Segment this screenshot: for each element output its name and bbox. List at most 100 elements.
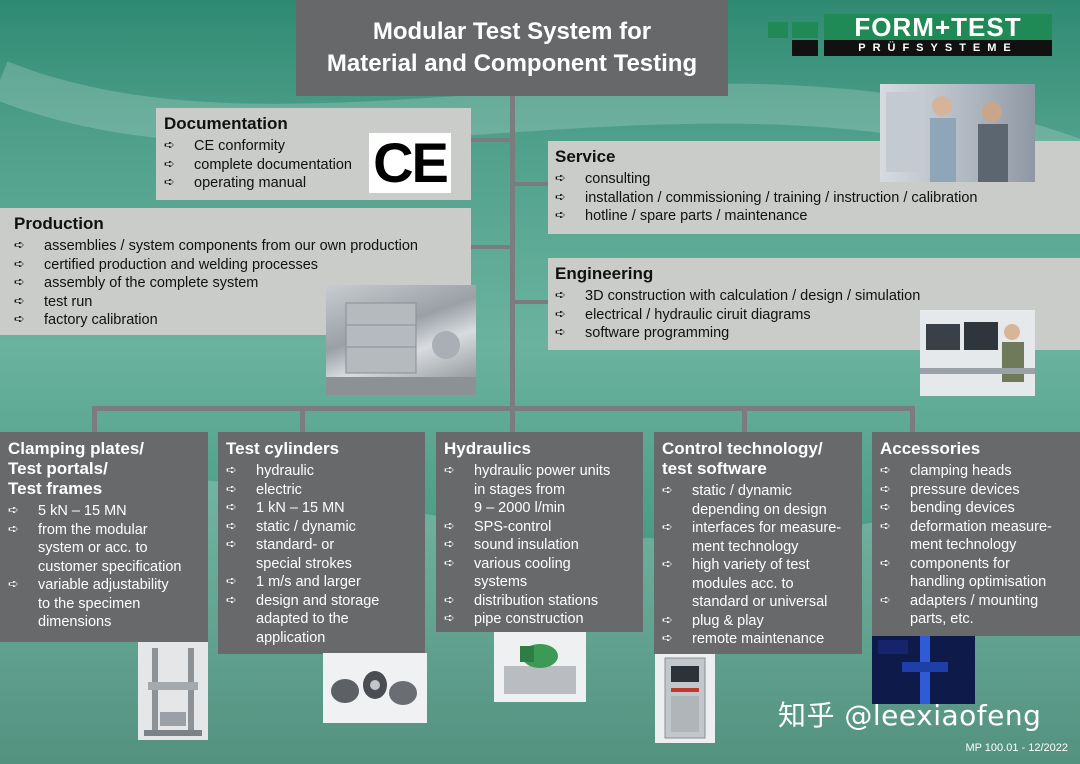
documentation-list: ➪CE conformity ➪complete documentation ➪… [164, 137, 463, 193]
service-list: ➪consulting ➪installation / commissionin… [555, 170, 1073, 226]
arrow-icon: ➪ [880, 481, 891, 497]
form-test-logo: FORM+TEST PRÜFSYSTEME [768, 14, 1053, 58]
column-heading: Test cylinders [226, 439, 340, 458]
drop-col5 [910, 406, 915, 434]
ce-mark: CE [369, 133, 451, 193]
arrow-icon: ➪ [880, 592, 891, 608]
arrow-icon: ➪ [14, 256, 25, 272]
engineering-photo [920, 310, 1035, 396]
arrow-icon: ➪ [662, 483, 673, 498]
list-item: ➪software programming [555, 325, 730, 341]
arrow-icon: ➪ [164, 156, 175, 172]
service-heading: Service [555, 147, 616, 166]
arrow-icon: ➪ [555, 189, 566, 205]
arrow-icon: ➪ [8, 503, 19, 518]
engineering-list: ➪3D construction with calculation / desi… [555, 287, 1073, 343]
arrow-icon: ➪ [555, 306, 566, 322]
arrow-icon: ➪ [8, 521, 19, 537]
arrow-icon: ➪ [14, 293, 25, 309]
list-item: ➪electrical / hydraulic ciruit diagrams [555, 306, 811, 323]
test-frame-photo [138, 642, 208, 740]
drop-col4 [742, 406, 747, 434]
arrow-icon: ➪ [14, 275, 25, 290]
list-item: ➪distribution stations [444, 592, 599, 609]
column-heading: Accessories [880, 439, 981, 458]
production-heading: Production [14, 214, 104, 233]
documentation-box: Documentation ➪CE conformity ➪complete d… [156, 108, 471, 200]
arrow-icon: ➪ [444, 537, 455, 552]
production-photo [326, 285, 476, 395]
list-item: ➪assembly of the complete system [14, 275, 259, 291]
list-item: ➪CE conformity [164, 138, 286, 154]
arrow-icon: ➪ [555, 208, 566, 223]
list-item: ➪pressure devices [880, 481, 1020, 498]
column-test-cylinders: Test cylinders ➪hydraulic ➪electric ➪1 k… [218, 432, 425, 654]
list-item: ➪pipe construction [444, 611, 584, 627]
watermark-text: 知乎 @leexiaofeng [778, 699, 1042, 732]
title-line-1: Modular Test System for [372, 18, 652, 45]
page-title: Modular Test System for Material and Com… [296, 0, 728, 96]
arrow-icon: ➪ [14, 312, 25, 327]
service-photo [880, 84, 1035, 182]
bottom-bus [92, 406, 915, 411]
list-item: ➪static / dynamic [226, 518, 356, 535]
documentation-heading: Documentation [164, 114, 288, 133]
arrow-icon: ➪ [662, 631, 673, 646]
list-item: ➪remote maintenance [662, 631, 825, 647]
column-heading: Control technology/test software [662, 439, 823, 478]
arrow-icon: ➪ [662, 612, 673, 628]
arrow-icon: ➪ [444, 555, 455, 571]
branch-service [512, 182, 548, 186]
list-item: ➪hydraulic [226, 463, 315, 479]
column-control-technology: Control technology/test software ➪static… [654, 432, 862, 654]
arrow-icon: ➪ [226, 574, 237, 589]
hydraulics-photo [494, 632, 586, 702]
arrow-icon: ➪ [444, 611, 455, 626]
arrow-icon: ➪ [226, 500, 237, 515]
branch-production [471, 245, 513, 249]
arrow-icon: ➪ [555, 288, 566, 303]
logo-mark-icon [768, 22, 818, 56]
column-heading: Clamping plates/Test portals/Test frames [8, 439, 145, 498]
arrow-icon: ➪ [880, 500, 891, 515]
arrow-icon: ➪ [880, 463, 891, 478]
list-item: ➪complete documentation [164, 156, 352, 173]
list-item: ➪certified production and welding proces… [14, 256, 319, 273]
arrow-icon: ➪ [444, 592, 455, 608]
arrow-icon: ➪ [226, 537, 237, 552]
arrow-icon: ➪ [226, 592, 237, 608]
list-item: ➪test run [14, 293, 93, 310]
list-item: ➪interfaces for measure-ment technology [662, 520, 842, 555]
drop-col1 [92, 406, 97, 434]
arrow-icon: ➪ [880, 518, 891, 534]
document-number: MP 100.01 - 12/2022 [965, 742, 1068, 754]
arrow-icon: ➪ [14, 238, 25, 253]
title-line-2: Material and Component Testing [326, 50, 698, 77]
list-item: ➪1 m/s and larger [226, 574, 361, 590]
list-item: ➪clamping heads [880, 463, 1012, 479]
trunk-line [510, 96, 515, 410]
arrow-icon: ➪ [226, 463, 237, 478]
column-heading: Hydraulics [444, 439, 531, 458]
list-item: ➪consulting [555, 171, 651, 187]
list-item: ➪1 kN – 15 MN [226, 500, 345, 516]
arrow-icon: ➪ [662, 520, 673, 535]
drop-col3 [510, 406, 515, 434]
arrow-icon: ➪ [880, 555, 891, 571]
list-item: ➪plug & play [662, 612, 764, 629]
column-list: ➪clamping heads ➪pressure devices ➪bendi… [880, 462, 1072, 629]
logo-text-bottom: PRÜFSYSTEME [824, 40, 1052, 56]
production-list: ➪assemblies / system components from our… [14, 237, 457, 330]
engineering-box: Engineering ➪3D construction with calcul… [548, 258, 1080, 350]
